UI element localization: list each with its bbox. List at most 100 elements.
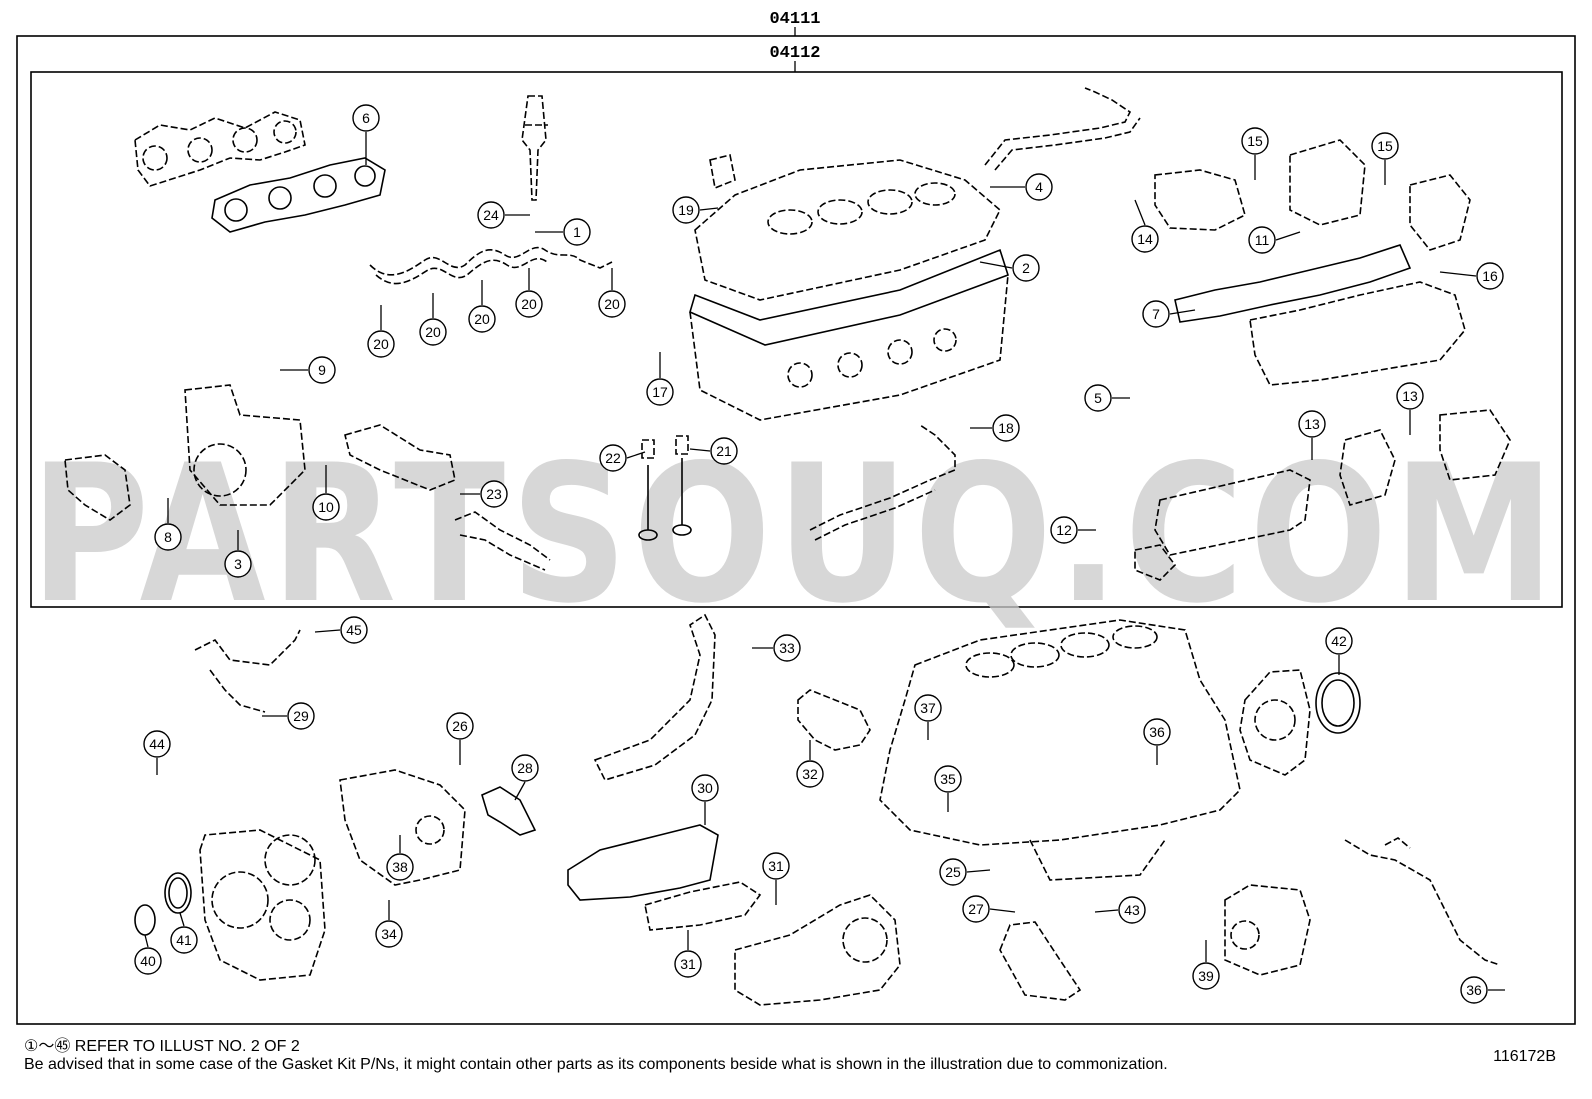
timing-cover-rear xyxy=(199,829,326,981)
callout[interactable]: 15 xyxy=(1241,127,1269,155)
callout[interactable]: 35 xyxy=(934,765,962,793)
callout[interactable]: 21 xyxy=(710,437,738,465)
svg-text:38: 38 xyxy=(392,859,408,875)
cylinder-head xyxy=(689,248,1009,421)
callout[interactable]: 7 xyxy=(1142,300,1170,328)
callout[interactable]: 39 xyxy=(1192,962,1220,990)
callout[interactable]: 27 xyxy=(962,895,990,923)
rear-oil-seal xyxy=(1315,672,1361,734)
callout[interactable]: 25 xyxy=(939,858,967,886)
callout[interactable]: 41 xyxy=(170,926,198,954)
callout[interactable]: 17 xyxy=(646,378,674,406)
parts-diagram: 04111 04112 PARTSOUQ.COM xyxy=(16,10,1576,1025)
oil-pipe-lower xyxy=(194,629,301,713)
svg-text:32: 32 xyxy=(802,766,818,782)
egr-valve xyxy=(1339,409,1511,506)
inner-frame xyxy=(30,71,1563,608)
callout[interactable]: 44 xyxy=(143,730,171,758)
callout[interactable]: 6 xyxy=(352,104,380,132)
callout[interactable]: 13 xyxy=(1396,382,1424,410)
svg-text:37: 37 xyxy=(920,700,936,716)
vacuum-pump xyxy=(1224,884,1311,976)
callout[interactable]: 20 xyxy=(419,318,447,346)
callout[interactable]: 45 xyxy=(340,616,368,644)
callout[interactable]: 20 xyxy=(367,330,395,358)
callout[interactable]: 32 xyxy=(796,760,824,788)
svg-text:31: 31 xyxy=(680,956,696,972)
callout[interactable]: 10 xyxy=(312,493,340,521)
water-pump-gasket xyxy=(481,786,537,836)
callout[interactable]: 31 xyxy=(674,950,702,978)
svg-text:4: 4 xyxy=(1035,179,1043,195)
callout[interactable]: 40 xyxy=(134,947,162,975)
callout[interactable]: 8 xyxy=(154,523,182,551)
callout[interactable]: 34 xyxy=(375,920,403,948)
exhaust-manifold-gasket xyxy=(211,157,386,233)
svg-text:13: 13 xyxy=(1304,416,1320,432)
oil-cooler xyxy=(644,881,762,931)
callout[interactable]: 38 xyxy=(386,853,414,881)
callout[interactable]: 3 xyxy=(224,550,252,578)
svg-text:2: 2 xyxy=(1022,260,1030,276)
svg-text:30: 30 xyxy=(697,780,713,796)
callout[interactable]: 13 xyxy=(1298,410,1326,438)
svg-text:3: 3 xyxy=(234,556,242,572)
callout[interactable]: 37 xyxy=(914,694,942,722)
callout[interactable]: 9 xyxy=(308,356,336,384)
callout[interactable]: 20 xyxy=(468,305,496,333)
svg-text:20: 20 xyxy=(521,296,537,312)
callout[interactable]: 5 xyxy=(1084,384,1112,412)
cylinder-block xyxy=(879,619,1241,881)
oil-level-gauge-guide xyxy=(1344,837,1501,966)
callout[interactable]: 24 xyxy=(477,201,505,229)
outer-frame xyxy=(16,35,1576,1025)
svg-text:8: 8 xyxy=(164,529,172,545)
svg-text:33: 33 xyxy=(779,640,795,656)
callout[interactable]: 16 xyxy=(1476,262,1504,290)
callout[interactable]: 19 xyxy=(672,196,700,224)
svg-text:43: 43 xyxy=(1124,902,1140,918)
callout[interactable]: 11 xyxy=(1248,226,1276,254)
callout[interactable]: 20 xyxy=(515,290,543,318)
callout[interactable]: 12 xyxy=(1050,516,1078,544)
callout[interactable]: 26 xyxy=(446,712,474,740)
svg-text:18: 18 xyxy=(998,420,1014,436)
svg-text:20: 20 xyxy=(474,311,490,327)
callout[interactable]: 33 xyxy=(773,634,801,662)
water-pump xyxy=(734,894,901,1006)
egr-cooler xyxy=(1134,469,1311,581)
turbocharger xyxy=(64,384,306,521)
callout[interactable]: 36 xyxy=(1143,718,1171,746)
turbo-outlet-pipe xyxy=(344,424,456,491)
callout[interactable]: 43 xyxy=(1118,896,1146,924)
callout[interactable]: 20 xyxy=(598,290,626,318)
assembly-code-outer[interactable]: 04111 xyxy=(769,10,820,29)
svg-text:11: 11 xyxy=(1255,232,1270,248)
callout[interactable]: 22 xyxy=(599,444,627,472)
callout[interactable]: 29 xyxy=(287,702,315,730)
svg-text:5: 5 xyxy=(1094,390,1102,406)
callout[interactable]: 31 xyxy=(762,852,790,880)
callout[interactable]: 2 xyxy=(1012,254,1040,282)
svg-text:9: 9 xyxy=(318,362,326,378)
callout[interactable]: 18 xyxy=(992,414,1020,442)
intake-manifold-gasket xyxy=(1174,244,1412,323)
callout[interactable]: 14 xyxy=(1131,225,1159,253)
svg-text:28: 28 xyxy=(517,760,533,776)
assembly-code-inner[interactable]: 04112 xyxy=(769,44,820,63)
throttle-body xyxy=(1154,139,1366,231)
callout[interactable]: 4 xyxy=(1025,173,1053,201)
oil-cooler-gasket xyxy=(567,824,719,901)
callout[interactable]: 30 xyxy=(691,774,719,802)
callout[interactable]: 23 xyxy=(480,480,508,508)
svg-text:20: 20 xyxy=(373,336,389,352)
callout[interactable]: 42 xyxy=(1325,627,1353,655)
cylinder-head-cover xyxy=(694,154,1001,301)
callout[interactable]: 1 xyxy=(563,218,591,246)
intake-manifold xyxy=(1249,174,1471,386)
callout[interactable]: 36 xyxy=(1460,976,1488,1004)
exhaust-manifold xyxy=(134,111,306,187)
callout[interactable]: 28 xyxy=(511,754,539,782)
svg-text:17: 17 xyxy=(652,384,668,400)
callout[interactable]: 15 xyxy=(1371,132,1399,160)
